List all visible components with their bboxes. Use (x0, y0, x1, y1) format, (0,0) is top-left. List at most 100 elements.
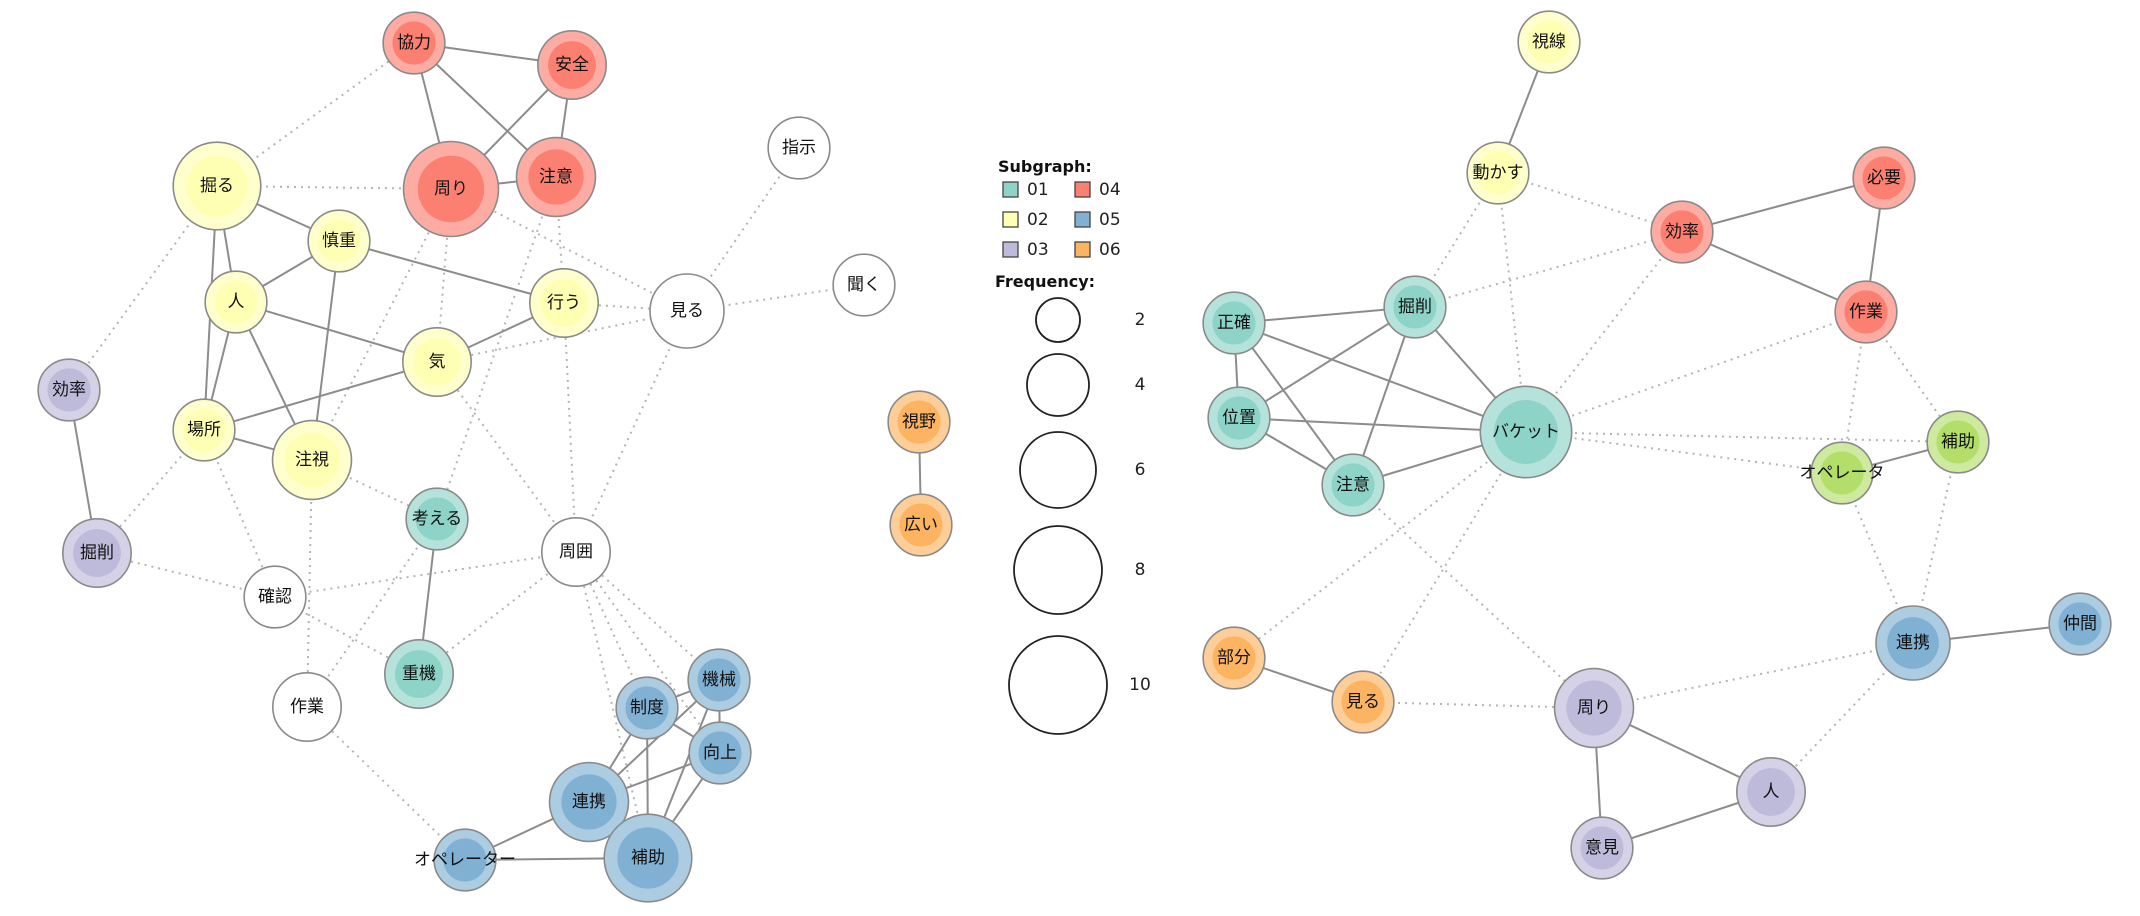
node-見る[interactable]: 見る (1331, 670, 1395, 734)
node-label: 正確 (1217, 313, 1251, 333)
legend-frequency-label: 8 (1135, 560, 1146, 580)
legend-frequency-circle (1035, 297, 1081, 343)
node-必要[interactable]: 必要 (1852, 146, 1916, 210)
edge-solid (338, 240, 565, 304)
node-core (1820, 451, 1864, 495)
node-仲間[interactable]: 仲間 (2048, 592, 2112, 656)
node-label: 作業 (290, 697, 324, 717)
node-視線[interactable]: 視線 (1517, 10, 1581, 74)
edge-dotted (1525, 431, 1843, 474)
node-周り[interactable]: 周り (1553, 667, 1635, 749)
node-作業[interactable]: 作業 (272, 672, 342, 742)
node-動かす[interactable]: 動かす (1466, 141, 1530, 205)
node-連携[interactable]: 連携 (1875, 605, 1951, 681)
node-効率[interactable]: 効率 (37, 358, 101, 422)
node-core (1393, 285, 1437, 329)
node-label: 掘削 (1398, 297, 1432, 317)
edge-dotted (306, 518, 438, 708)
node-掘削[interactable]: 掘削 (1383, 275, 1447, 339)
node-連携[interactable]: 連携 (548, 761, 630, 843)
node-気[interactable]: 気 (402, 327, 472, 397)
node-label: 位置 (1222, 408, 1256, 428)
node-掘る[interactable]: 掘る (172, 141, 262, 231)
node-label: 安全 (555, 55, 589, 75)
node-周り[interactable]: 周り (402, 140, 500, 238)
edge-dotted (1414, 172, 1499, 308)
node-core (1212, 636, 1256, 680)
node-聞く[interactable]: 聞く (832, 253, 896, 317)
node-core (698, 731, 742, 775)
node-安全[interactable]: 安全 (537, 30, 607, 100)
node-core (540, 279, 588, 327)
edge-dotted (311, 188, 452, 461)
node-確認[interactable]: 確認 (243, 565, 307, 629)
node-場所[interactable]: 場所 (172, 398, 236, 462)
node-作業[interactable]: 作業 (1834, 280, 1898, 344)
node-label: 重機 (402, 664, 436, 684)
node-注意[interactable]: 注意 (1321, 453, 1385, 517)
legend-subgraph-title: Subgraph: (998, 157, 1092, 176)
node-正確[interactable]: 正確 (1202, 291, 1266, 355)
node-効率[interactable]: 効率 (1650, 200, 1714, 264)
node-label: 気 (429, 352, 446, 372)
node-補助[interactable]: 補助 (1926, 410, 1990, 474)
node-label: 補助 (631, 848, 665, 868)
node-掘削[interactable]: 掘削 (62, 518, 132, 588)
node-circle[interactable] (541, 517, 611, 587)
node-慎重[interactable]: 慎重 (307, 209, 371, 273)
node-label: 制度 (630, 698, 664, 718)
node-core (395, 650, 443, 698)
node-重機[interactable]: 重機 (384, 639, 454, 709)
node-オペレータ[interactable]: オペレータ (1800, 441, 1885, 505)
node-circle[interactable] (832, 253, 896, 317)
node-label: 考える (412, 509, 463, 529)
node-広い[interactable]: 広い (889, 493, 953, 557)
node-協力[interactable]: 協力 (382, 11, 446, 75)
node-core (417, 155, 485, 223)
node-注視[interactable]: 注視 (271, 419, 353, 501)
node-周囲[interactable]: 周囲 (541, 517, 611, 587)
node-label: 聞く (847, 275, 881, 295)
node-注意[interactable]: 注意 (515, 136, 597, 218)
node-指示[interactable]: 指示 (767, 116, 831, 180)
node-core (182, 408, 226, 452)
node-制度[interactable]: 制度 (615, 676, 679, 740)
node-向上[interactable]: 向上 (688, 721, 752, 785)
node-視野[interactable]: 視野 (887, 390, 951, 454)
node-circle[interactable] (272, 672, 342, 742)
edge-dotted (1497, 172, 1683, 233)
node-core (1494, 400, 1558, 464)
node-補助[interactable]: 補助 (603, 813, 693, 903)
node-人[interactable]: 人 (1736, 757, 1806, 827)
node-位置[interactable]: 位置 (1207, 386, 1271, 450)
legend-frequency-label: 2 (1135, 310, 1146, 330)
node-見る[interactable]: 見る (649, 273, 725, 349)
node-バケット[interactable]: バケット (1479, 385, 1573, 479)
node-人[interactable]: 人 (204, 270, 268, 334)
node-オペレーター[interactable]: オペレーター (414, 828, 516, 892)
node-label: 仲間 (2063, 614, 2097, 634)
node-label: 効率 (52, 380, 86, 400)
legend-frequency-2: 2 (1035, 297, 1146, 343)
node-考える[interactable]: 考える (405, 487, 469, 551)
node-circle[interactable] (767, 116, 831, 180)
edge-dotted (306, 706, 466, 861)
node-core (392, 21, 436, 65)
node-意見[interactable]: 意見 (1570, 816, 1634, 880)
node-label: 機械 (702, 670, 736, 690)
edge-dotted (436, 361, 577, 553)
node-機械[interactable]: 機械 (687, 648, 751, 712)
node-circle[interactable] (649, 273, 725, 349)
node-circle[interactable] (243, 565, 307, 629)
node-部分[interactable]: 部分 (1202, 626, 1266, 690)
node-行う[interactable]: 行う (529, 268, 599, 338)
node-label: 行う (547, 293, 581, 313)
node-core (73, 529, 121, 577)
node-core (1566, 680, 1622, 736)
